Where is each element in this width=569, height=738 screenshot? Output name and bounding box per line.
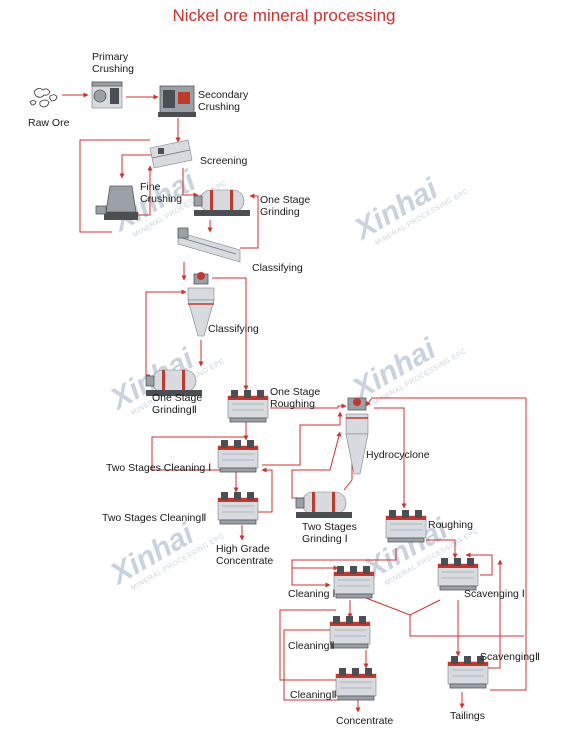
spiral-classifier-icon	[177, 227, 241, 263]
two-stages-grinding-1-mill-icon	[295, 491, 353, 519]
raw-ore-icon	[29, 88, 58, 108]
label-raw-ore: Raw Ore	[28, 117, 70, 129]
classifying-cyclone-icon	[187, 272, 215, 337]
one-stage-grinding-mill-icon	[193, 189, 251, 217]
roughing-cell-icon	[385, 509, 427, 543]
label-cleaning-2b: CleaningⅡ	[290, 689, 337, 701]
label-two-stages-cleaning-2: Two Stages CleaningⅡ	[102, 512, 206, 524]
cleaning-2b-cell-icon	[335, 667, 377, 701]
cleaning-2a-cell-icon	[329, 615, 371, 649]
hydrocyclone-icon	[345, 397, 369, 475]
label-screening: Screening	[200, 155, 247, 167]
primary-crusher-icon	[91, 81, 123, 109]
label-tailings: Tailings	[450, 710, 485, 722]
label-hydrocyclone: Hydrocyclone	[366, 449, 430, 461]
label-scavenging-2: ScavengingⅡ	[480, 651, 540, 663]
label-classifying-1: Classifying	[252, 262, 303, 274]
label-roughing: Roughing	[428, 519, 473, 531]
two-stages-cleaning-2-cell-icon	[217, 491, 259, 525]
secondary-crusher-icon	[158, 85, 196, 117]
vibrating-screen-icon	[149, 139, 193, 169]
label-cleaning-2a: CleaningⅡ	[288, 640, 335, 652]
cleaning-1-cell-icon	[333, 565, 375, 599]
two-stages-cleaning-1-cell-icon	[217, 439, 259, 473]
one-stage-roughing-cell-icon	[227, 389, 269, 423]
label-two-stages-cleaning-1: Two Stages Cleaning Ⅰ	[106, 462, 211, 474]
diagram-title: Nickel ore mineral processing	[173, 6, 396, 25]
label-scavenging-1: Scavenging Ⅰ	[464, 588, 525, 600]
label-cleaning-1: Cleaning Ⅰ	[288, 588, 335, 600]
scavenging-1-cell-icon	[437, 557, 479, 591]
watermark: Xinhai MINERAL PROCESSING EPC	[347, 172, 470, 247]
label-concentrate: Concentrate	[336, 715, 393, 727]
label-classifying-2: Classifying	[208, 323, 259, 335]
fine-crusher-icon	[95, 185, 138, 220]
